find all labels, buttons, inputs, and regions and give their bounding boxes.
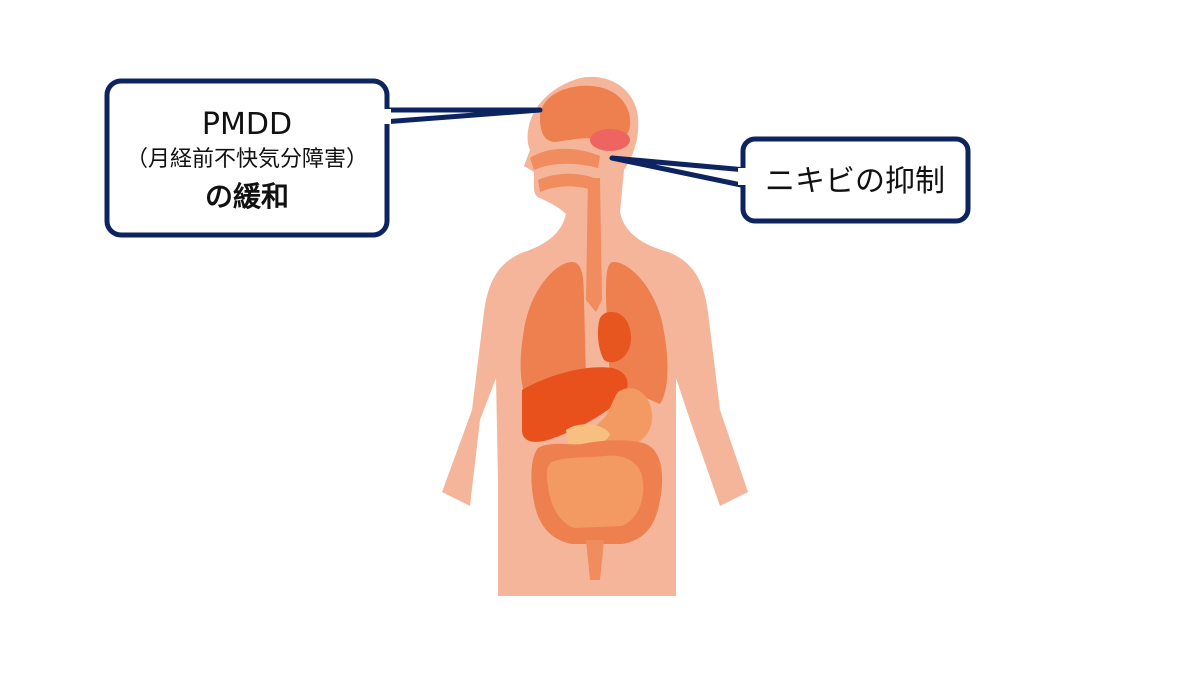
pituitary-gland [590,129,630,151]
rectum [586,540,604,580]
pmdd-callout-box [104,78,390,238]
nasal-cavity [530,148,600,170]
human-body-organs-icon [442,76,748,596]
body-silhouette [442,76,748,596]
pmdd-callout-line3: の緩和 [205,180,289,213]
pmdd-callout-line2: （月経前不快気分障害） [126,147,368,172]
right-lung [606,262,668,404]
liver [522,367,628,442]
left-lung [520,262,586,404]
acne-callout-text: ニキビの抑制 [765,164,945,199]
brain [540,85,631,143]
pmdd-callout-line1: PMDD [202,107,292,142]
small-intestine [546,455,644,528]
esophagus [586,178,602,312]
acne-callout-pointer [609,155,749,189]
oral-cavity [538,173,594,192]
acne-callout: ニキビの抑制 [609,136,971,224]
pmdd-callout-pointer [380,107,543,125]
heart [597,312,632,363]
pancreas [566,424,610,447]
pmdd-callout: PMDD （月経前不快気分障害） の緩和 [104,78,543,238]
